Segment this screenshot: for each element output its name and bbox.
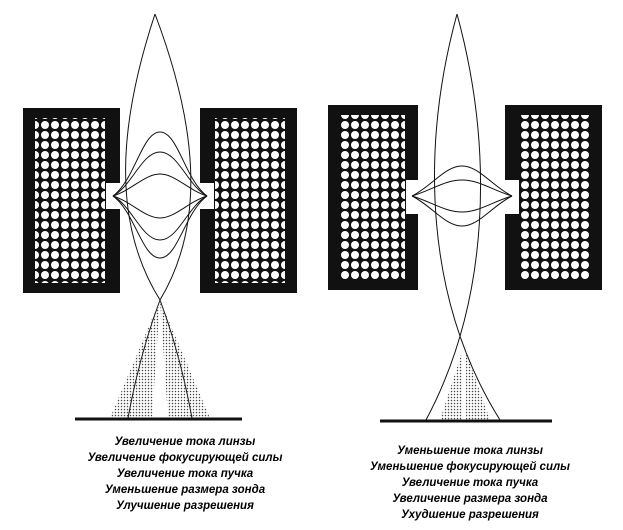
right-caption: Уменьшение тока линзы Уменьшение фокусир…	[320, 443, 620, 523]
left-caption-line-2: Увеличение фокусирующей силы	[87, 452, 283, 464]
left-caption-line-5: Улучшение разрешения	[116, 500, 254, 512]
left-lens-pole-right	[200, 108, 297, 293]
left-field-lines	[112, 131, 208, 259]
right-caption-line-2: Уменьшение фокусирующей силы	[370, 461, 570, 473]
right-beam-rays	[425, 13, 501, 421]
left-lens-pole-left	[23, 108, 120, 293]
right-field-lines	[411, 165, 513, 227]
right-caption-line-4: Увеличение размера зонда	[392, 493, 548, 505]
left-probe-cone	[110, 300, 210, 418]
left-caption: Увеличение тока линзы Увеличение фокусир…	[35, 434, 335, 514]
left-caption-line-3: Увеличение тока пучка	[116, 468, 254, 480]
left-caption-line-1: Увеличение тока линзы	[114, 436, 256, 448]
right-lens-pole-right	[505, 105, 602, 290]
right-caption-line-3: Увеличение тока пучка	[401, 477, 539, 489]
right-panel	[328, 13, 602, 423]
left-panel	[23, 13, 297, 421]
right-probe-cone	[440, 352, 490, 420]
right-lens-pole-left	[328, 105, 418, 290]
right-caption-line-5: Ухудшение разрешения	[401, 509, 539, 521]
right-caption-line-1: Уменьшение тока линзы	[397, 445, 543, 457]
left-caption-line-4: Уменьшение размера зонда	[104, 484, 266, 496]
